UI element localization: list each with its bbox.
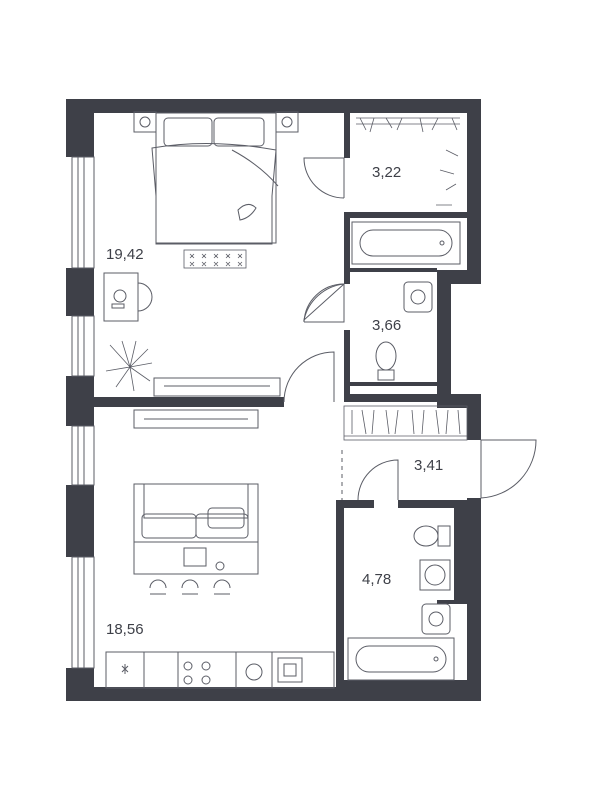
wardrobe-rack xyxy=(356,117,460,206)
rug xyxy=(183,249,247,269)
kitchen-counter xyxy=(105,651,335,689)
doors xyxy=(283,157,537,501)
toilet-1 xyxy=(375,341,397,381)
sink-1 xyxy=(403,281,433,313)
desk xyxy=(103,272,153,322)
bedroom-tv-unit xyxy=(153,377,281,397)
bathtub-2 xyxy=(347,637,455,681)
washer xyxy=(419,559,451,591)
bathtub-1 xyxy=(351,221,461,265)
tv-stand xyxy=(133,409,259,429)
walls xyxy=(66,99,481,701)
sink-2 xyxy=(421,603,451,635)
windows xyxy=(71,156,95,669)
area-bathroom: 3,66 xyxy=(372,317,401,334)
toilet-2 xyxy=(413,525,451,547)
dining-table xyxy=(133,541,259,595)
area-kitchen-living: 18,56 xyxy=(106,621,144,638)
hallway-rack xyxy=(343,405,468,441)
area-wardrobe: 3,22 xyxy=(372,164,401,181)
bed xyxy=(133,111,299,245)
area-bathroom2: 4,78 xyxy=(362,571,391,588)
area-bedroom: 19,42 xyxy=(106,246,144,263)
area-hallway: 3,41 xyxy=(414,457,443,474)
plant xyxy=(105,340,153,392)
sofa xyxy=(133,483,259,543)
interior-walls xyxy=(94,113,467,687)
